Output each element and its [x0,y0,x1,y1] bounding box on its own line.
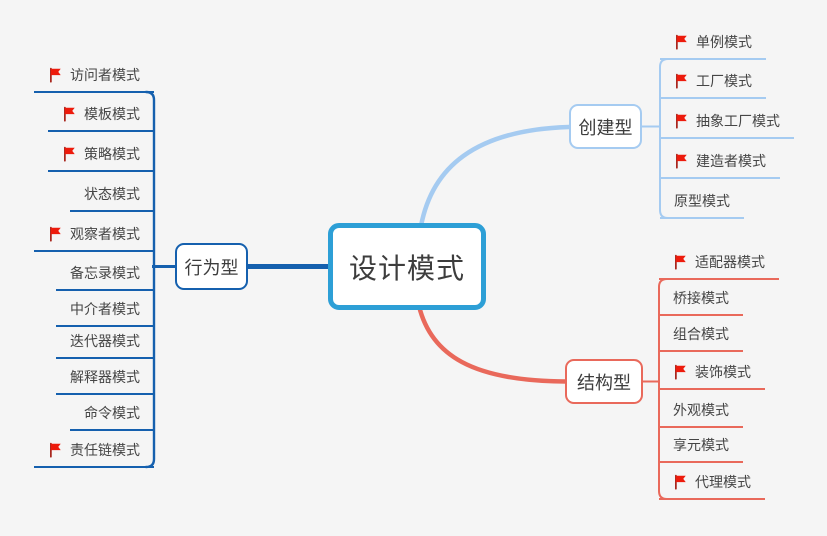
topic-label: 组合模式 [673,325,729,342]
topic-label: 解释器模式 [70,368,140,385]
branch-topic-label: 行为型 [184,257,239,278]
topic-item[interactable]: 责任链模式 [34,433,154,468]
topic-label: 责任链模式 [70,441,140,458]
topic-item[interactable]: 模板模式 [48,97,154,132]
topic-label: 适配器模式 [695,253,765,270]
red-flag-icon [674,153,689,169]
red-flag-icon [674,34,689,50]
topic-item[interactable]: 抽象工厂模式 [660,104,794,139]
root-topic-label: 设计模式 [348,252,465,284]
red-flag-icon [674,73,689,89]
branch-topic-label: 结构型 [577,372,631,393]
red-flag-icon [674,113,689,129]
topic-item[interactable]: 装饰模式 [659,355,765,390]
topic-item[interactable]: 备忘录模式 [56,256,154,291]
branch-topic-behavioral[interactable]: 行为型 [175,243,248,290]
topic-item[interactable]: 观察者模式 [34,217,154,252]
topic-item[interactable]: 建造者模式 [660,144,780,179]
topic-label: 迭代器模式 [70,332,140,349]
red-flag-icon [48,226,63,242]
red-flag-icon [673,474,688,490]
topic-item[interactable]: 桥接模式 [659,281,743,316]
topic-label: 桥接模式 [673,289,729,306]
topic-item[interactable]: 适配器模式 [659,245,779,280]
topic-item[interactable]: 访问者模式 [34,58,154,93]
topic-label: 单例模式 [696,33,752,50]
topic-label: 代理模式 [695,473,751,490]
topic-item[interactable]: 命令模式 [70,396,154,431]
topic-item[interactable]: 享元模式 [659,428,743,463]
root-to-creational-curve [418,124,572,229]
topic-item[interactable]: 迭代器模式 [56,324,154,359]
topic-label: 状态模式 [84,185,140,202]
topic-item[interactable]: 原型模式 [660,184,744,219]
topic-label: 外观模式 [673,401,729,418]
topic-item[interactable]: 单例模式 [660,25,766,60]
branch-topic-creational[interactable]: 创建型 [569,104,642,149]
red-flag-icon [62,106,77,122]
red-flag-icon [48,67,63,83]
topic-item[interactable]: 外观模式 [659,393,743,428]
root-topic[interactable]: 设计模式 [328,223,486,310]
topic-label: 模板模式 [84,105,140,122]
topic-item[interactable]: 解释器模式 [56,360,154,395]
red-flag-icon [48,442,63,458]
red-flag-icon [673,254,688,270]
topic-label: 中介者模式 [70,300,140,317]
root-to-structural-curve [416,303,569,384]
topic-label: 工厂模式 [696,72,752,89]
topic-label: 访问者模式 [70,66,140,83]
topic-label: 原型模式 [674,192,730,209]
red-flag-icon [62,146,77,162]
topic-item[interactable]: 状态模式 [70,177,154,212]
topic-item[interactable]: 策略模式 [48,137,154,172]
topic-label: 建造者模式 [696,152,766,169]
topic-item[interactable]: 代理模式 [659,465,765,500]
topic-label: 命令模式 [84,404,140,421]
branch-topic-label: 创建型 [578,117,633,138]
topic-item[interactable]: 中介者模式 [56,292,154,327]
red-flag-icon [673,364,688,380]
topic-item[interactable]: 组合模式 [659,317,743,352]
topic-label: 享元模式 [673,436,729,453]
topic-item[interactable]: 工厂模式 [660,64,766,99]
topic-label: 观察者模式 [70,225,140,242]
topic-label: 策略模式 [84,145,140,162]
topic-label: 备忘录模式 [70,264,140,281]
topic-label: 装饰模式 [695,363,751,380]
branch-topic-structural[interactable]: 结构型 [565,359,643,404]
topic-label: 抽象工厂模式 [696,112,780,129]
